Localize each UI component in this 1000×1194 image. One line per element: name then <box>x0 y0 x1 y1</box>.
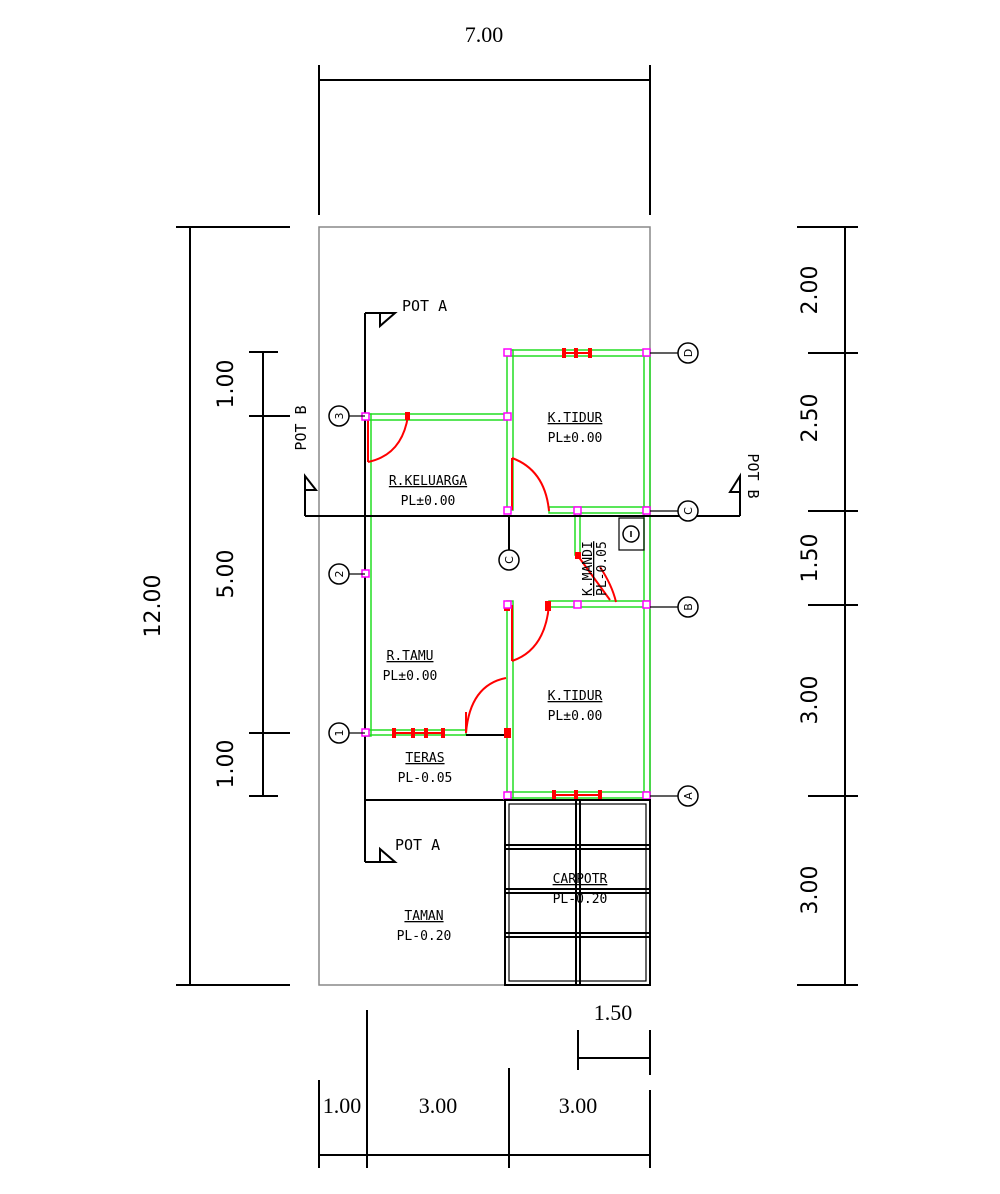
dim-left-inner-mid: 5.00 <box>214 550 239 599</box>
section-pot-b-right: POT B <box>728 453 762 516</box>
dim-right-1: 2.00 <box>798 266 823 315</box>
toilet-icon <box>618 517 645 551</box>
room-level: PL±0.00 <box>383 669 438 684</box>
room-r-keluarga: R.KELUARGA PL±0.00 <box>389 474 467 509</box>
grid-axis-a: A <box>682 792 695 800</box>
bottom-dimension: 1.00 3.00 3.00 <box>318 1010 651 1168</box>
room-r-tamu: R.TAMU PL±0.00 <box>383 649 438 684</box>
pot-a-bottom-label: POT A <box>395 836 440 854</box>
dim-right-3: 1.50 <box>798 534 823 583</box>
dim-left-inner-top: 1.00 <box>214 360 239 409</box>
windows <box>392 348 602 800</box>
room-name: CARPOTR <box>553 872 608 887</box>
pot-b-left-label: POT B <box>292 405 310 450</box>
carport-grid <box>504 799 651 986</box>
pot-b-right-label: POT B <box>744 453 762 498</box>
room-teras: TERAS PL-0.05 <box>398 751 453 786</box>
room-name: K.MANDI <box>581 541 596 596</box>
dim-top-width: 7.00 <box>465 22 504 47</box>
grid-axes: D C B A 3 2 1 C <box>328 342 699 807</box>
room-level: PL±0.00 <box>401 494 456 509</box>
room-name: K.TIDUR <box>548 411 603 426</box>
room-name: K.TIDUR <box>548 689 603 704</box>
room-level: PL±0.00 <box>548 709 603 724</box>
dim-right-2: 2.50 <box>798 394 823 443</box>
grid-axis-3: 3 <box>333 413 346 420</box>
grid-axis-1: 1 <box>333 730 346 737</box>
dim-left-total: 12.00 <box>141 575 166 638</box>
room-name: R.KELUARGA <box>389 474 467 489</box>
dim-bottom-2: 3.00 <box>419 1093 458 1118</box>
room-level: PL±0.00 <box>548 431 603 446</box>
dim-left-inner-bottom: 1.00 <box>214 740 239 789</box>
room-name: TAMAN <box>404 909 443 924</box>
room-k-tidur-bottom: K.TIDUR PL±0.00 <box>548 689 603 724</box>
grid-axis-b: B <box>682 603 695 611</box>
left-dimension-inner: 1.00 5.00 1.00 <box>214 351 290 797</box>
room-k-tidur-top: K.TIDUR PL±0.00 <box>548 411 603 446</box>
dim-right-4: 3.00 <box>798 676 823 725</box>
dim-right-5: 3.00 <box>798 866 823 915</box>
grid-axis-d: D <box>682 349 695 357</box>
dim-bottom-3: 3.00 <box>559 1093 598 1118</box>
grid-axis-2: 2 <box>333 571 346 578</box>
section-pot-a-top: POT A <box>365 297 447 329</box>
room-k-mandi: K.MANDI PL-0.05 <box>581 541 610 596</box>
carport-dimension: 1.50 <box>577 1000 651 1075</box>
room-level: PL-0.20 <box>553 892 608 907</box>
pot-a-top-label: POT A <box>402 297 447 315</box>
room-taman: TAMAN PL-0.20 <box>397 909 452 944</box>
right-dimension: 2.00 2.50 1.50 3.00 3.00 <box>797 226 858 986</box>
dim-bottom-1: 1.00 <box>323 1093 362 1118</box>
room-name: R.TAMU <box>387 649 434 664</box>
room-level: PL-0.20 <box>397 929 452 944</box>
section-pot-b-left: POT B <box>292 405 319 516</box>
grid-axis-c: C <box>682 507 695 515</box>
room-level: PL-0.05 <box>398 771 453 786</box>
left-dimension-total: 12.00 <box>141 226 290 986</box>
section-pot-a-bottom: POT A <box>365 836 440 863</box>
room-name: TERAS <box>405 751 444 766</box>
dim-bottom-carport: 1.50 <box>594 1000 633 1025</box>
room-carport: CARPOTR PL-0.20 <box>553 872 608 907</box>
room-level: PL-0.05 <box>595 541 610 596</box>
grid-axis-c-mid: C <box>503 556 516 564</box>
top-dimension: 7.00 <box>318 22 651 215</box>
